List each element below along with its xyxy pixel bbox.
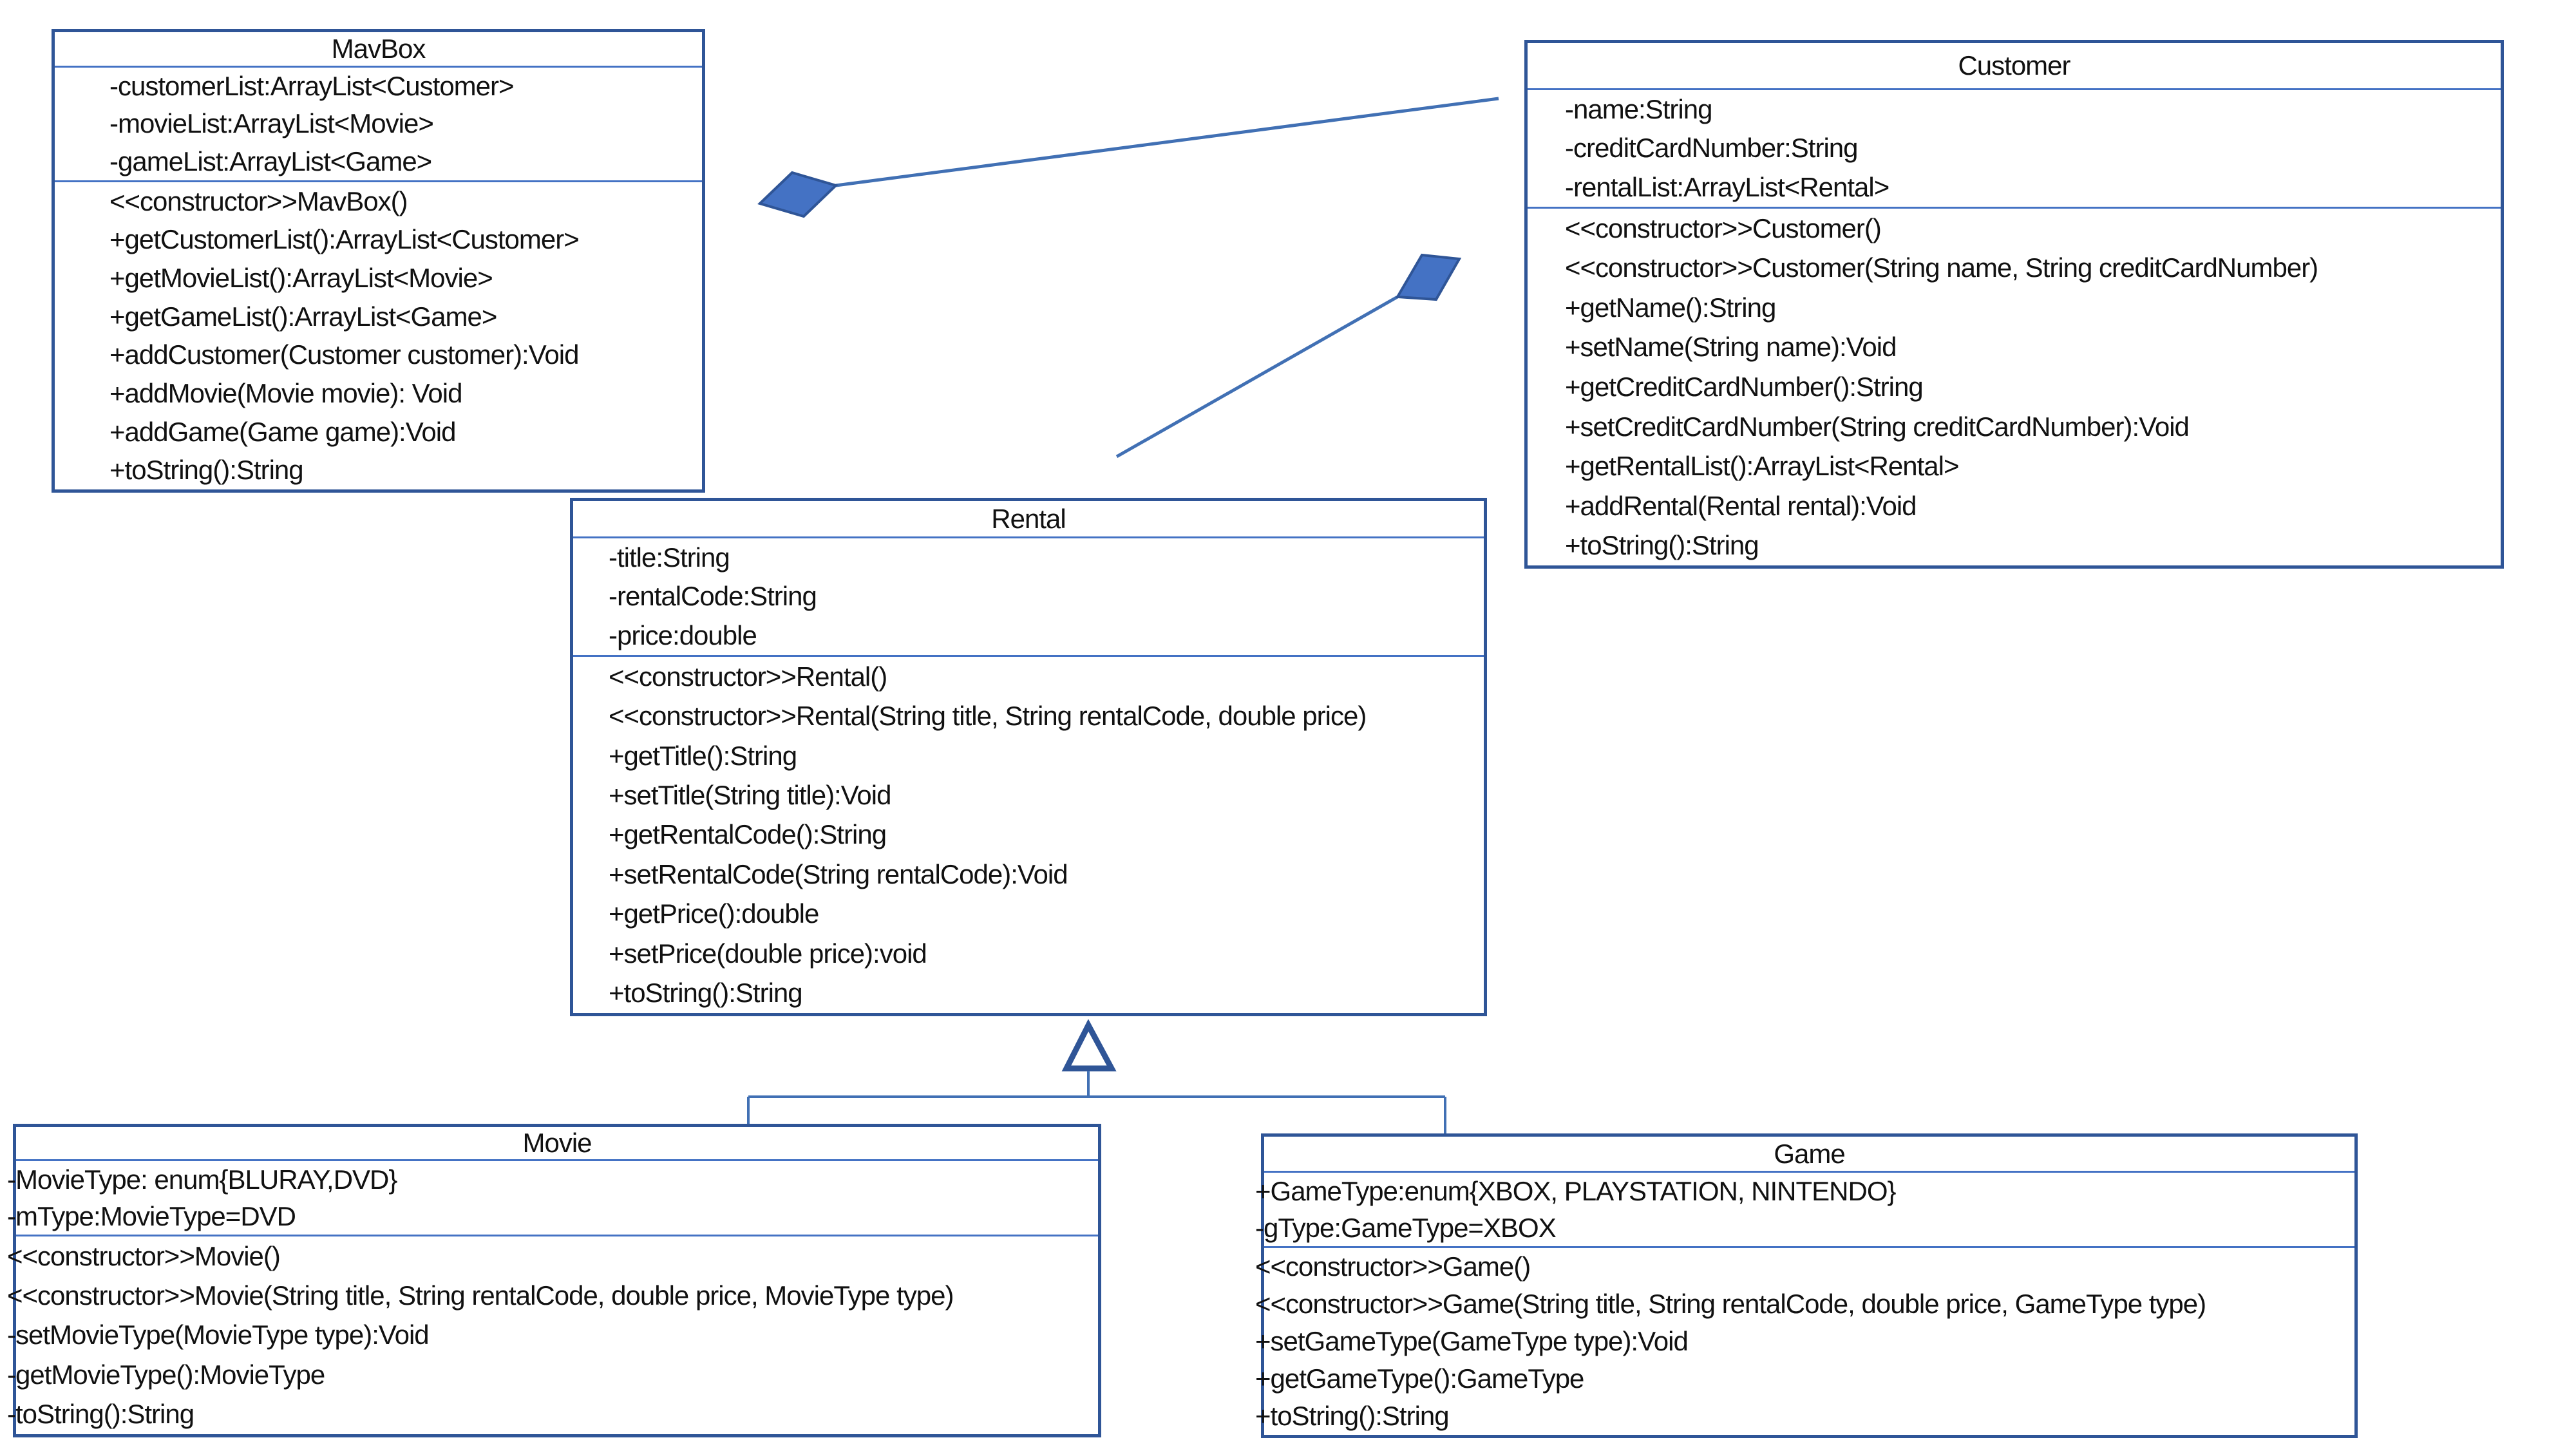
attributes-section-movie: -MovieType: enum{BLURAY,DVD} -mType:Movie… (7, 1161, 1098, 1236)
class-game[interactable]: Game +GameType:enum{XBOX, PLAYSTATION, N… (1255, 1133, 2358, 1438)
attribute: -mType:MovieType=DVD (7, 1200, 296, 1231)
method: <<constructor>>Rental() (609, 661, 887, 692)
method: -toString():String (7, 1399, 194, 1430)
attribute: -customerList:ArrayList<Customer> (109, 71, 515, 102)
method: <<constructor>>Game() (1255, 1251, 1531, 1282)
method: +getTitle():String (609, 740, 797, 771)
method: <<constructor>>Customer() (1565, 213, 1882, 243)
class-title-mavbox: MavBox (55, 32, 702, 68)
method: +getName():String (1565, 292, 1776, 323)
method: +addMovie(Movie movie): Void (109, 377, 462, 408)
method: +toString():String (1565, 530, 1759, 561)
attribute: -title:String (609, 542, 730, 573)
method: +getGameType():GameType (1255, 1363, 1584, 1394)
method: <<constructor>>Game(String title, String… (1255, 1289, 2206, 1319)
method: -getMovieType():MovieType (7, 1359, 325, 1390)
generalization-triangle[interactable] (1061, 1019, 1117, 1072)
methods-section-mavbox: <<constructor>>MavBox() +getCustomerList(… (55, 182, 702, 489)
attribute: +GameType:enum{XBOX, PLAYSTATION, NINTEN… (1255, 1175, 1897, 1206)
method: +addCustomer(Customer customer):Void (109, 339, 579, 370)
attributes-section-game: +GameType:enum{XBOX, PLAYSTATION, NINTEN… (1255, 1173, 2354, 1248)
attributes-section-customer: -name:String -creditCardNumber:String -ren… (1528, 90, 2501, 209)
methods-section-movie: <<constructor>>Movie() <<constructor>>Mov… (7, 1236, 1098, 1434)
method: -setMovieType(MovieType type):Void (7, 1320, 430, 1350)
attribute: -creditCardNumber:String (1565, 133, 1859, 164)
method: +setCreditCardNumber(String creditCardNu… (1565, 411, 2190, 442)
method: +setPrice(double price):void (609, 938, 927, 969)
class-title-customer: Customer (1528, 43, 2501, 90)
method: +addRental(Rental rental):Void (1565, 490, 1917, 521)
aggregation-diamond-mavbox[interactable] (757, 171, 838, 218)
aggregation-line-customer-rental[interactable] (1115, 295, 1399, 459)
class-rental[interactable]: Rental -title:String -rentalCode:String -p… (570, 498, 1487, 1016)
method: <<constructor>>Customer(String name, Str… (1565, 252, 2318, 283)
class-title-movie: Movie (16, 1127, 1098, 1161)
method: <<constructor>>Movie(String title, Strin… (7, 1280, 954, 1311)
method: +toString():String (609, 978, 803, 1009)
aggregation-line-mavbox-customer[interactable] (835, 97, 1499, 187)
attribute: -gType:GameType=XBOX (1255, 1212, 1557, 1243)
class-movie[interactable]: Movie -MovieType: enum{BLURAY,DVD} -mType… (7, 1124, 1101, 1437)
method: +setName(String name):Void (1565, 332, 1897, 363)
method: +getCustomerList():ArrayList<Customer> (109, 224, 580, 255)
attribute: -price:double (609, 620, 757, 650)
class-title-rental: Rental (573, 501, 1484, 538)
method: +getGameList():ArrayList<Game> (109, 301, 497, 332)
attributes-section-rental: -title:String -rentalCode:String -price:do… (573, 538, 1484, 657)
method: +toString():String (1255, 1401, 1450, 1431)
class-customer[interactable]: Customer -name:String -creditCardNumber:S… (1524, 40, 2504, 569)
method: +setRentalCode(String rentalCode):Void (609, 858, 1068, 889)
method: <<constructor>>Movie() (7, 1240, 281, 1271)
method: +setGameType(GameType type):Void (1255, 1326, 1689, 1356)
aggregation-diamond-customer[interactable] (1395, 253, 1462, 301)
class-title-game: Game (1264, 1137, 2354, 1173)
method: +getCreditCardNumber():String (1565, 371, 1924, 402)
attribute: -movieList:ArrayList<Movie> (109, 108, 434, 139)
class-mavbox[interactable]: MavBox -customerList:ArrayList<Customer>… (52, 29, 705, 493)
methods-section-game: <<constructor>>Game() <<constructor>>Game… (1255, 1248, 2354, 1435)
method: +getRentalCode():String (609, 819, 887, 850)
attribute: -MovieType: enum{BLURAY,DVD} (7, 1164, 397, 1195)
methods-section-customer: <<constructor>>Customer() <<constructor>>… (1528, 209, 2501, 565)
attribute: -name:String (1565, 94, 1712, 125)
attribute: -rentalCode:String (609, 581, 817, 612)
method: +getMovieList():ArrayList<Movie> (109, 263, 493, 294)
method: +addGame(Game game):Void (109, 416, 456, 447)
attribute: -rentalList:ArrayList<Rental> (1565, 171, 1889, 202)
method: +toString():String (109, 455, 304, 486)
method: +getPrice():double (609, 898, 819, 929)
attributes-section-mavbox: -customerList:ArrayList<Customer> -movieL… (55, 68, 702, 182)
attribute: -gameList:ArrayList<Game> (109, 146, 432, 176)
method: <<constructor>>MavBox() (109, 185, 408, 216)
method: <<constructor>>Rental(String title, Stri… (609, 701, 1367, 732)
method: +getRentalList():ArrayList<Rental> (1565, 451, 1959, 482)
methods-section-rental: <<constructor>>Rental() <<constructor>>Re… (573, 657, 1484, 1013)
generalization-connector[interactable] (747, 1071, 1446, 1135)
method: +setTitle(String title):Void (609, 780, 891, 811)
